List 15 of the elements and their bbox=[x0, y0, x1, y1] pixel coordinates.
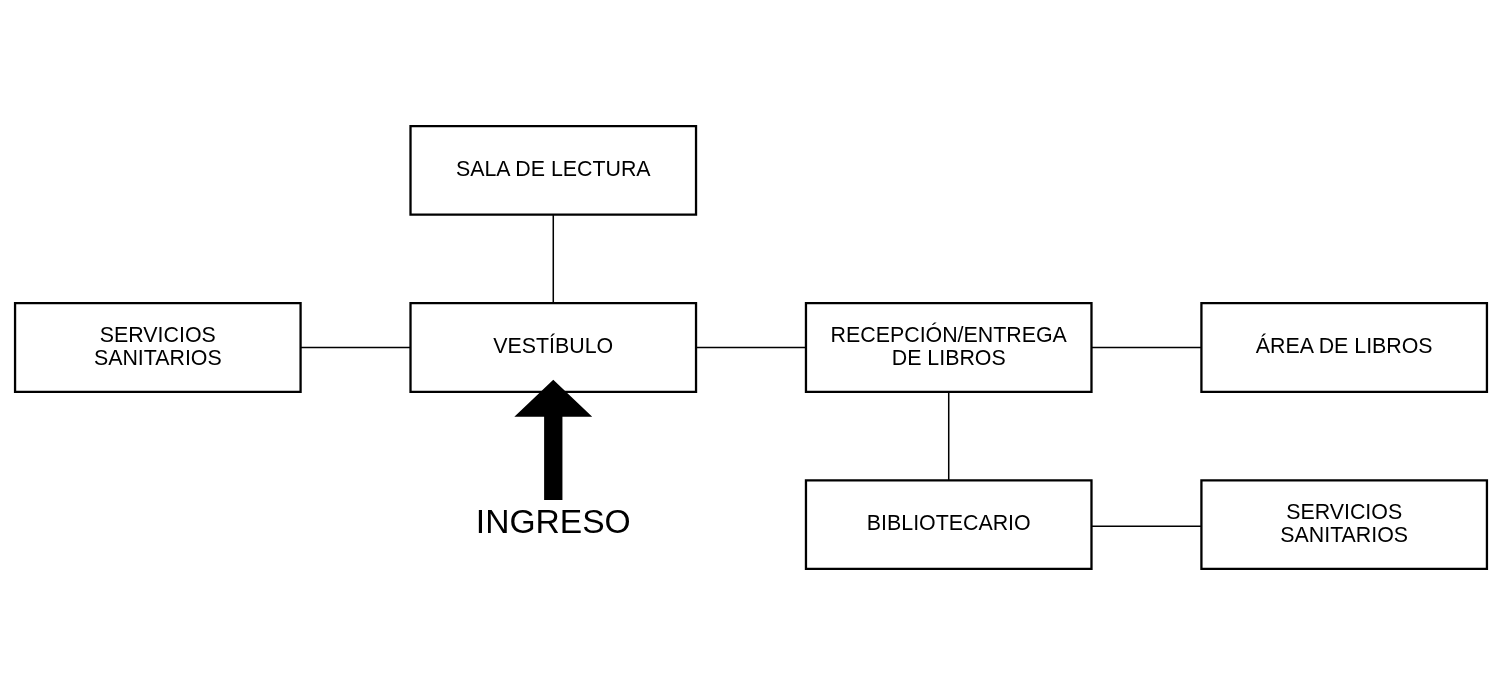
connector bbox=[552, 213, 555, 304]
node-box: SERVICIOS SANITARIOS bbox=[1200, 478, 1489, 570]
node-box: BIBLIOTECARIO bbox=[804, 478, 1093, 570]
connector bbox=[1090, 524, 1202, 527]
node-text: INGRESO bbox=[475, 502, 631, 540]
connector bbox=[299, 346, 411, 348]
node-box: SALA DE LECTURA bbox=[409, 124, 698, 216]
connector bbox=[947, 390, 950, 481]
node-box: RECEPCIÓN/ENTREGA DE LIBROS bbox=[804, 301, 1093, 393]
node-box: ÁREA DE LIBROS bbox=[1200, 301, 1489, 393]
node-box: VESTÍBULO bbox=[409, 301, 698, 393]
node-box: SERVICIOS SANITARIOS bbox=[13, 301, 302, 393]
connector bbox=[1090, 346, 1202, 348]
arrow bbox=[514, 379, 593, 500]
connector bbox=[695, 346, 807, 348]
